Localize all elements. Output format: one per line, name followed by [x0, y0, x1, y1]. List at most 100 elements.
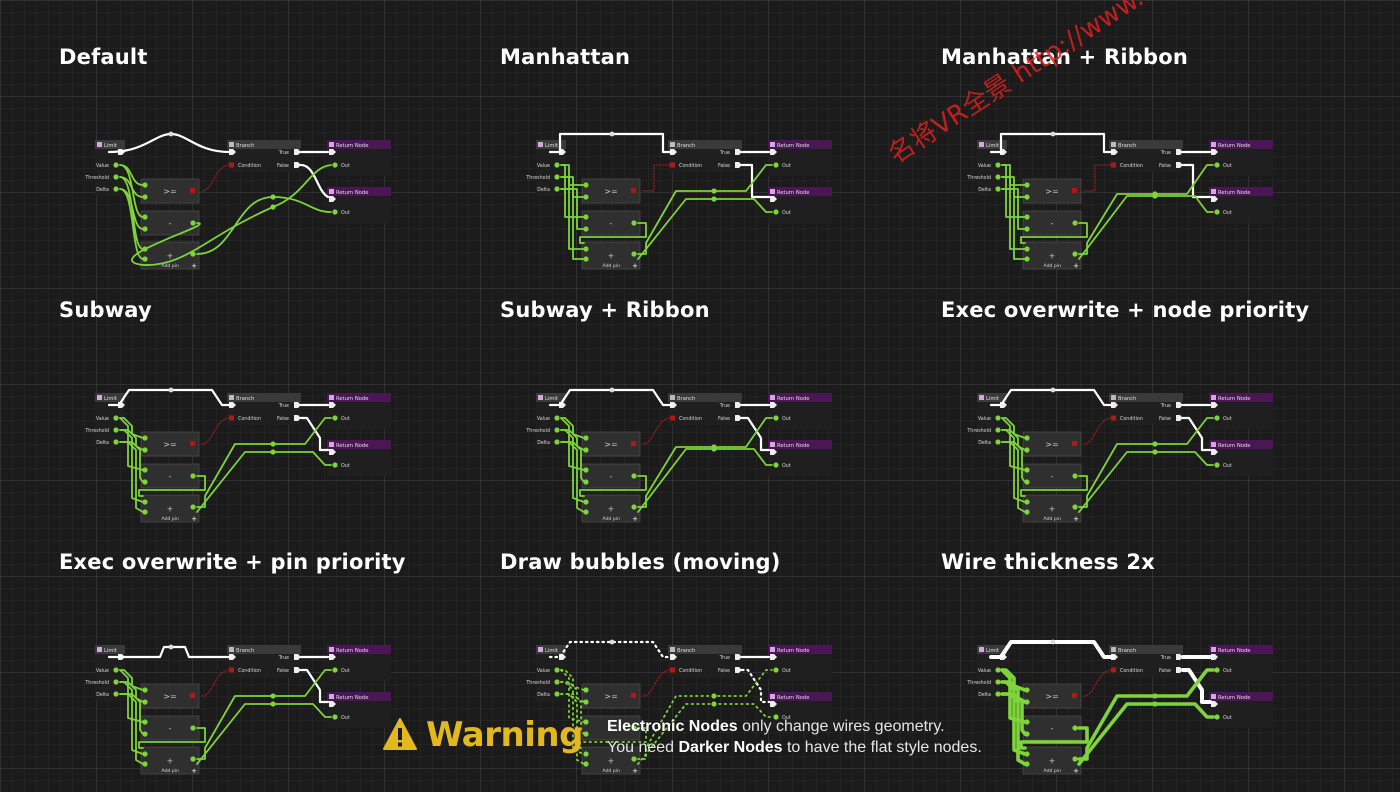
delta-pin[interactable]	[995, 439, 1001, 445]
math-input-pin-0[interactable]	[583, 182, 589, 188]
return-node-1-out-pin[interactable]	[332, 162, 338, 168]
math-output-pin-1[interactable]	[190, 756, 196, 762]
math-output-pin-0[interactable]	[631, 725, 637, 731]
branch-header[interactable]: Branch	[1109, 645, 1183, 654]
math-input-pin-0[interactable]	[1024, 182, 1030, 188]
return-node-1-out-pin[interactable]	[773, 667, 779, 673]
branch-exec-in-pin[interactable]	[1111, 402, 1118, 408]
add-node[interactable]: +Add pin+	[581, 241, 641, 270]
return-node-2-exec-in-pin[interactable]	[329, 449, 336, 455]
math-input-pin-1[interactable]	[1024, 447, 1030, 453]
limit-header[interactable]: Limit	[977, 140, 1007, 149]
branch-header[interactable]: Branch	[668, 393, 742, 402]
branch-header[interactable]: Branch	[1109, 140, 1183, 149]
math-input-pin-2[interactable]	[583, 467, 589, 473]
return-node-1-exec-in-pin[interactable]	[770, 654, 777, 660]
add-node[interactable]: +Add pin+	[581, 746, 641, 775]
add-pin-plus-icon[interactable]: +	[1073, 262, 1079, 270]
threshold-pin[interactable]	[113, 174, 119, 180]
gte-output-pin[interactable]	[190, 693, 195, 698]
true-exec-pin[interactable]	[294, 149, 301, 155]
gte-output-pin[interactable]	[1072, 188, 1077, 193]
math-output-pin-0[interactable]	[1072, 220, 1078, 226]
math-output-pin-1[interactable]	[190, 504, 196, 510]
return-node-2-header[interactable]: Return Node	[327, 692, 391, 701]
math-input-pin-5[interactable]	[1024, 256, 1030, 262]
gte-output-pin[interactable]	[190, 188, 195, 193]
math-input-pin-2[interactable]	[583, 719, 589, 725]
gte-node[interactable]: >=	[581, 683, 641, 709]
math-input-pin-2[interactable]	[1024, 467, 1030, 473]
branch-exec-in-pin[interactable]	[670, 149, 677, 155]
branch-header[interactable]: Branch	[227, 645, 301, 654]
value-pin[interactable]	[113, 162, 119, 168]
return-node-2-exec-in-pin[interactable]	[329, 196, 336, 202]
false-exec-pin[interactable]	[1176, 415, 1183, 421]
return-node-2-exec-in-pin[interactable]	[770, 449, 777, 455]
math-output-pin-1[interactable]	[1072, 251, 1078, 257]
threshold-pin[interactable]	[554, 679, 560, 685]
false-exec-pin[interactable]	[735, 162, 742, 168]
return-node-2-header[interactable]: Return Node	[1209, 440, 1273, 449]
math-input-pin-2[interactable]	[1024, 214, 1030, 220]
math-input-pin-3[interactable]	[142, 731, 148, 737]
false-exec-pin[interactable]	[294, 667, 301, 673]
return-node-2-out-pin[interactable]	[332, 462, 338, 468]
return-node-1-exec-in-pin[interactable]	[329, 149, 336, 155]
gte-node[interactable]: >=	[140, 683, 200, 709]
return-node-2-header[interactable]: Return Node	[768, 187, 832, 196]
minus-node[interactable]: -	[1022, 210, 1082, 236]
branch-header[interactable]: Branch	[227, 393, 301, 402]
math-input-pin-4[interactable]	[583, 499, 589, 505]
condition-pin[interactable]	[670, 415, 675, 421]
math-output-pin-0[interactable]	[190, 220, 196, 226]
gte-output-pin[interactable]	[631, 693, 636, 698]
return-node-1-out-pin[interactable]	[773, 162, 779, 168]
return-node-2-header[interactable]: Return Node	[768, 692, 832, 701]
math-input-pin-5[interactable]	[583, 509, 589, 515]
return-node-1-exec-in-pin[interactable]	[770, 402, 777, 408]
return-node-2-out-pin[interactable]	[1214, 462, 1220, 468]
condition-pin[interactable]	[1111, 415, 1116, 421]
condition-pin[interactable]	[229, 162, 234, 168]
return-node-1-exec-in-pin[interactable]	[1211, 149, 1218, 155]
limit-header[interactable]: Limit	[536, 140, 566, 149]
gte-output-pin[interactable]	[1072, 441, 1077, 446]
minus-node[interactable]: -	[1022, 715, 1082, 741]
math-input-pin-1[interactable]	[583, 194, 589, 200]
branch-header[interactable]: Branch	[668, 140, 742, 149]
math-output-pin-1[interactable]	[190, 251, 196, 257]
gte-output-pin[interactable]	[631, 441, 636, 446]
math-input-pin-3[interactable]	[583, 731, 589, 737]
math-input-pin-4[interactable]	[142, 499, 148, 505]
add-node[interactable]: +Add pin+	[581, 494, 641, 523]
return-node-2-out-pin[interactable]	[332, 714, 338, 720]
threshold-pin[interactable]	[995, 174, 1001, 180]
limit-header[interactable]: Limit	[977, 645, 1007, 654]
gte-node[interactable]: >=	[140, 178, 200, 204]
math-input-pin-1[interactable]	[1024, 194, 1030, 200]
value-pin[interactable]	[995, 162, 1001, 168]
math-input-pin-5[interactable]	[583, 256, 589, 262]
math-input-pin-0[interactable]	[142, 435, 148, 441]
condition-pin[interactable]	[229, 415, 234, 421]
return-node-2-header[interactable]: Return Node	[327, 187, 391, 196]
math-input-pin-1[interactable]	[142, 194, 148, 200]
return-node-2-exec-in-pin[interactable]	[1211, 196, 1218, 202]
threshold-pin[interactable]	[113, 679, 119, 685]
return-node-2-out-pin[interactable]	[773, 714, 779, 720]
false-exec-pin[interactable]	[1176, 162, 1183, 168]
delta-pin[interactable]	[113, 439, 119, 445]
